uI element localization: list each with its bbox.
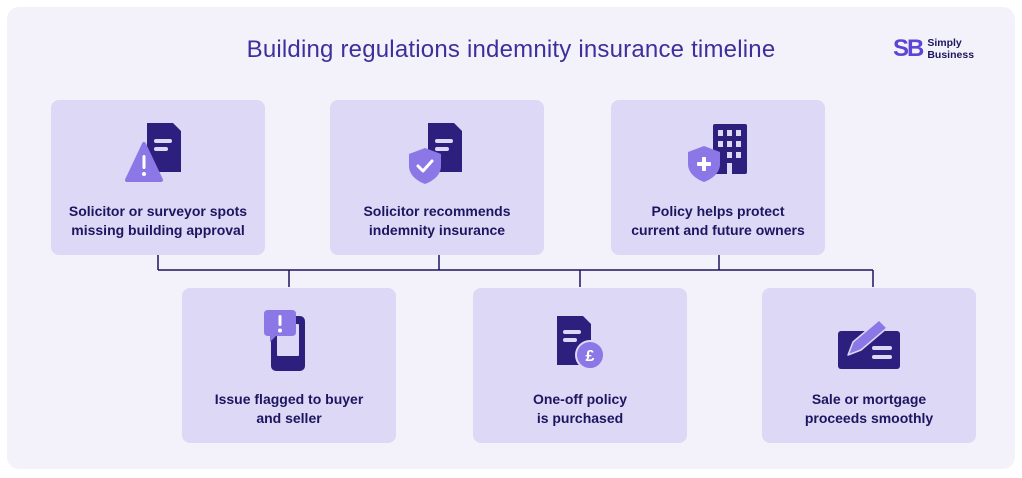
logo-text-line1: Simply [927,37,962,49]
step-1-label: Solicitor or surveyor spots missing buil… [59,202,257,240]
step-3-label: Policy helps protect current and future … [619,202,817,240]
step-2-label: Solicitor recommends indemnity insurance [338,202,536,240]
step-2-line-2: indemnity insurance [368,222,506,238]
logo-text: Simply Business [927,37,974,61]
document-shield-check-icon [330,120,544,186]
step-6-label: Sale or mortgage proceeds smoothly [770,390,968,428]
step-1-line-2: missing building approval [71,222,245,238]
step-4-line-1: Issue flagged to buyer [214,391,364,407]
step-1-line-1: Solicitor or surveyor spots [68,203,248,219]
step-5-label: One-off policy is purchased [481,390,679,428]
step-5-line-1: One-off policy [532,391,628,407]
document-pound-icon: £ [473,308,687,374]
step-2-line-1: Solicitor recommends [363,203,511,219]
step-6-line-1: Sale or mortgage [811,391,927,407]
step-3-line-2: current and future owners [631,222,805,238]
step-card-4: Issue flagged to buyer and seller [182,288,396,443]
step-5-line-2: is purchased [536,410,624,426]
phone-alert-icon [182,308,396,374]
logo-text-line2: Business [927,49,975,61]
step-card-3: Policy helps protect current and future … [611,100,825,255]
simply-business-logo: SB Simply Business [893,35,974,62]
step-3-line-1: Policy helps protect [651,203,785,219]
step-card-2: Solicitor recommends indemnity insurance [330,100,544,255]
step-card-6: Sale or mortgage proceeds smoothly [762,288,976,443]
step-6-line-2: proceeds smoothly [804,410,934,426]
step-4-line-2: and seller [256,410,322,426]
building-shield-plus-icon [611,120,825,186]
svg-text:£: £ [586,348,595,365]
cheque-pen-icon [762,308,976,374]
logo-mark: SB [893,35,924,62]
step-card-5: £ One-off policy is purchased [473,288,687,443]
document-warning-icon [51,120,265,186]
page-title: Building regulations indemnity insurance… [246,36,776,63]
step-4-label: Issue flagged to buyer and seller [190,390,388,428]
step-card-1: Solicitor or surveyor spots missing buil… [51,100,265,255]
